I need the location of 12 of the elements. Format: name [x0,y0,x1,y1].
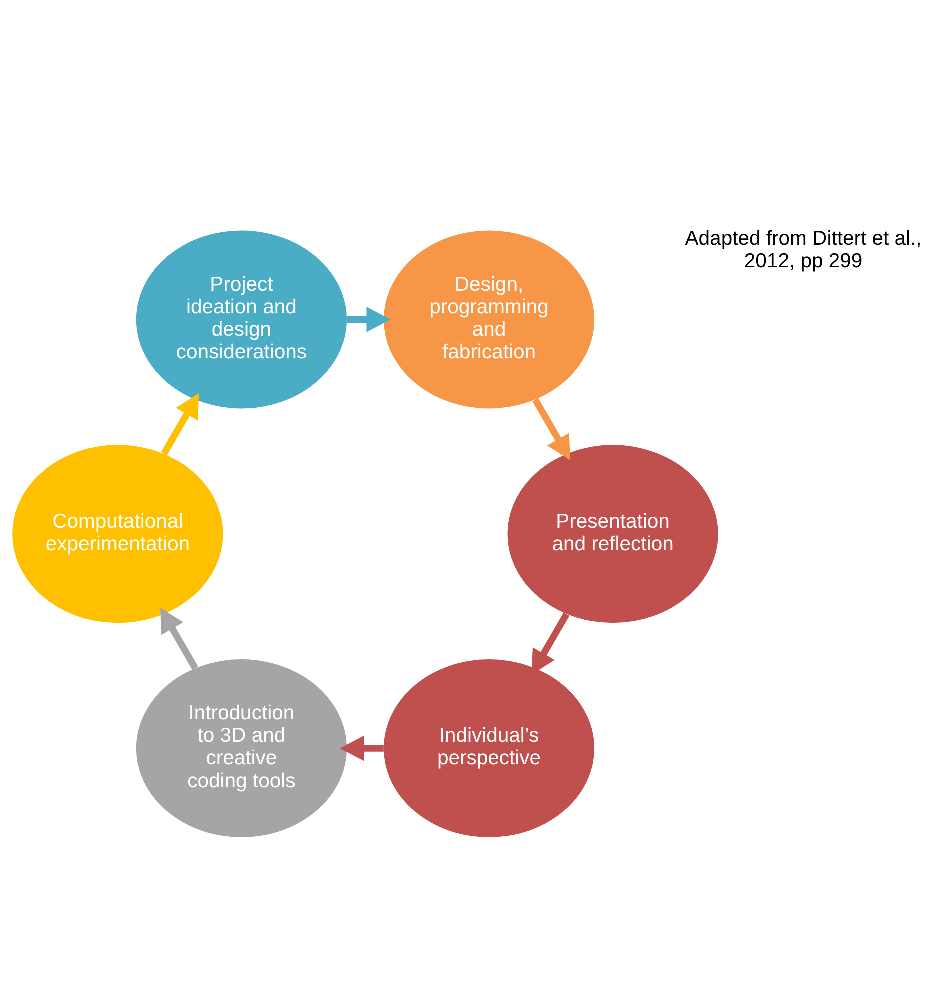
node-ellipse: Individual’s perspective [384,659,595,837]
node-ellipse: Introduction to 3D and creative coding tools [136,659,347,837]
arrow [161,392,200,456]
arrow [347,306,391,332]
label: Adapted from Dittert et al., 2012, pp 299 [685,228,922,272]
node-ellipse: Computational experimentation [12,444,224,623]
node-ellipse: Project ideation and design considerations [136,230,347,408]
arrow [532,398,570,460]
node-ellipse: Presentation and reflection [508,444,718,623]
arrow [340,735,384,761]
arrow [160,607,198,670]
node-ellipse: Design, programming and fabrication [384,230,595,408]
